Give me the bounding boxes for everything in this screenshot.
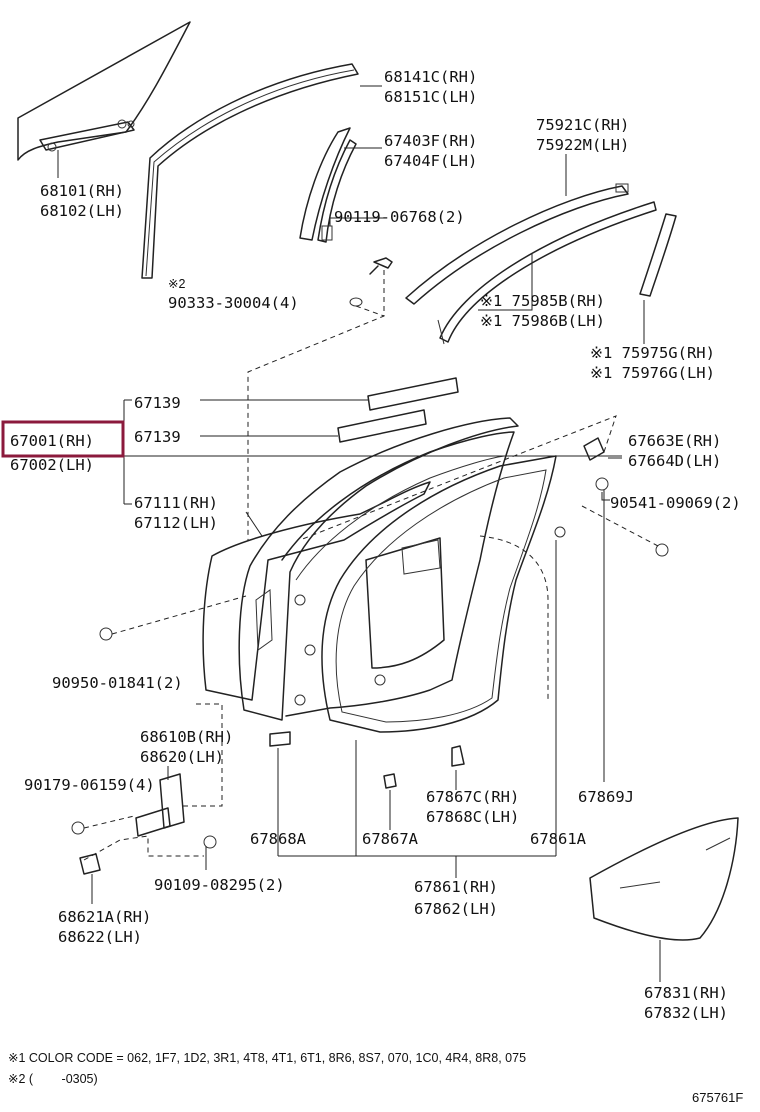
label-67001[interactable]: 67001(RH)	[10, 432, 94, 450]
label-75922m[interactable]: 75922M(LH)	[536, 136, 629, 154]
label-67112[interactable]: 67112(LH)	[134, 514, 218, 532]
footnote-date-range: ※2 ( -0305)	[8, 1072, 98, 1086]
label-67831[interactable]: 67831(RH)	[644, 984, 728, 1002]
label-67868a[interactable]: 67868A	[250, 830, 307, 848]
label-67832[interactable]: 67832(LH)	[644, 1004, 728, 1022]
door-moulding-drawing	[437, 201, 657, 345]
label-67867a[interactable]: 67867A	[362, 830, 419, 848]
roof-moulding-drawing	[405, 183, 629, 305]
clip-drawing	[99, 297, 669, 789]
label-68621a[interactable]: 68621A(RH)	[58, 908, 151, 926]
label-67868c[interactable]: 67868C(LH)	[426, 808, 519, 826]
part-labels: 68141C(RH) 68151C(LH) 67403F(RH) 67404F(…	[10, 68, 741, 1022]
frame-moulding-drawing	[639, 213, 677, 297]
pad-drawing	[337, 377, 459, 443]
weatherstrip-drawing	[321, 455, 557, 733]
label-67111[interactable]: 67111(RH)	[134, 494, 218, 512]
label-67663e[interactable]: 67663E(RH)	[628, 432, 721, 450]
label-90179[interactable]: 90179-06159(4)	[24, 776, 155, 794]
label-67139-upper[interactable]: 67139	[134, 394, 181, 412]
label-67002[interactable]: 67002(LH)	[10, 456, 94, 474]
leader-lines	[57, 85, 661, 982]
label-68141c[interactable]: 68141C(RH)	[384, 68, 477, 86]
label-90333[interactable]: 90333-30004(4)	[168, 294, 299, 312]
diagram-reference-number: 675761F	[692, 1090, 743, 1105]
label-75975g[interactable]: ※1 75975G(RH)	[590, 344, 715, 362]
label-note2-mark: ※2	[168, 277, 185, 291]
label-68622[interactable]: 68622(LH)	[58, 928, 142, 946]
label-75976g[interactable]: ※1 75976G(LH)	[590, 364, 715, 382]
label-67139-lower[interactable]: 67139	[134, 428, 181, 446]
label-68151c[interactable]: 68151C(LH)	[384, 88, 477, 106]
door-glass-drawing	[17, 21, 191, 161]
glass-run-drawing	[141, 63, 359, 279]
label-90541[interactable]: 90541-09069(2)	[610, 494, 741, 512]
label-90109[interactable]: 90109-08295(2)	[154, 876, 285, 894]
footnote-color-code: ※1 COLOR CODE = 062, 1F7, 1D2, 3R1, 4T8,…	[8, 1051, 526, 1065]
door-frame-drawing	[238, 417, 519, 721]
label-68620[interactable]: 68620(LH)	[140, 748, 224, 766]
hole-cover-drawing	[589, 817, 739, 941]
label-75985b[interactable]: ※1 75985B(RH)	[480, 292, 605, 310]
label-67861[interactable]: 67861(RH)	[414, 878, 498, 896]
label-67862[interactable]: 67862(LH)	[414, 900, 498, 918]
label-68102[interactable]: 68102(LH)	[40, 202, 124, 220]
label-68610b[interactable]: 68610B(RH)	[140, 728, 233, 746]
label-90119[interactable]: 90119-06768(2)	[334, 208, 465, 226]
door-outer-panel-drawing	[202, 481, 431, 701]
label-75921c[interactable]: 75921C(RH)	[536, 116, 629, 134]
label-68101[interactable]: 68101(RH)	[40, 182, 124, 200]
screw-drawing	[369, 257, 393, 275]
footnotes: ※1 COLOR CODE = 062, 1F7, 1D2, 3R1, 4T8,…	[8, 1051, 526, 1086]
selected-part-highlight	[1, 420, 125, 458]
division-bar-drawing	[299, 127, 357, 243]
label-67403f[interactable]: 67403F(RH)	[384, 132, 477, 150]
label-67867c[interactable]: 67867C(RH)	[426, 788, 519, 806]
label-67664d[interactable]: 67664D(LH)	[628, 452, 721, 470]
label-67861a[interactable]: 67861A	[530, 830, 587, 848]
label-67869j[interactable]: 67869J	[578, 788, 634, 806]
label-90950[interactable]: 90950-01841(2)	[52, 674, 183, 692]
label-75986b[interactable]: ※1 75986B(LH)	[480, 312, 605, 330]
label-67404f[interactable]: 67404F(LH)	[384, 152, 477, 170]
